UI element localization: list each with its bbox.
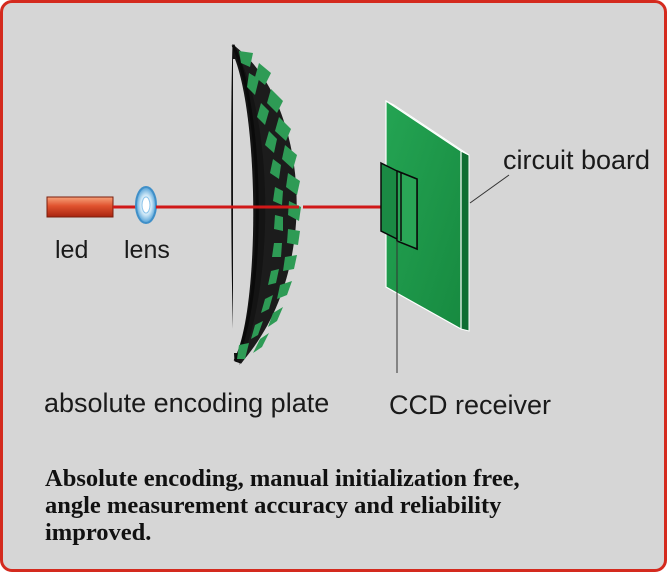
caption-line-3: improved. bbox=[45, 519, 152, 546]
circuit-board-label: circuit board bbox=[503, 145, 650, 175]
led-label: led bbox=[55, 236, 88, 264]
encoding-plate-label: absolute encoding plate bbox=[44, 388, 329, 418]
ccd-receiver-label: CCD receiver bbox=[389, 390, 551, 420]
encoding-plate bbox=[231, 43, 301, 365]
circuit-board bbox=[385, 99, 470, 332]
caption: Absolute encoding, manual initialization… bbox=[45, 465, 645, 546]
caption-line-1: Absolute encoding, manual initialization… bbox=[45, 465, 520, 492]
lens-label: lens bbox=[124, 236, 170, 264]
encoder-diagram: led lens circuit board absolute encoding… bbox=[44, 43, 650, 420]
ccd-receiver bbox=[380, 161, 418, 251]
led-emitter bbox=[46, 196, 114, 218]
lens-icon bbox=[135, 186, 157, 224]
caption-line-2: angle measurement accuracy and reliabili… bbox=[45, 492, 502, 519]
board-leader-line bbox=[469, 174, 510, 204]
